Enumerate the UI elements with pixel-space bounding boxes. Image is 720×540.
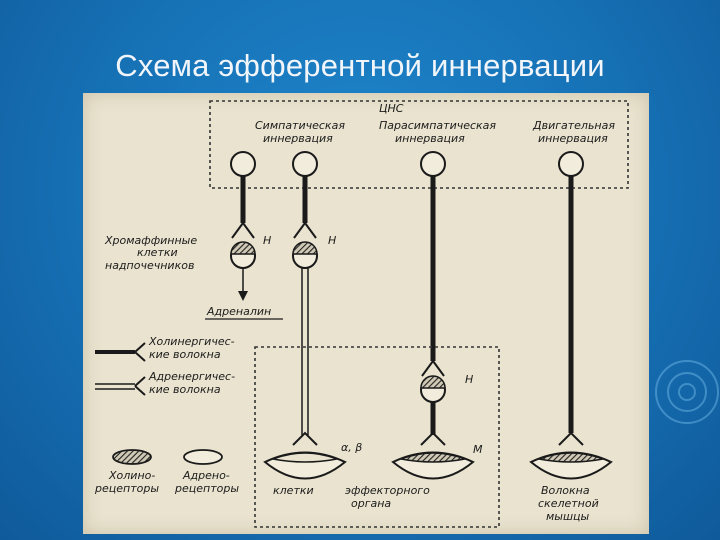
parasympathetic-heading-2: иннервация (395, 132, 465, 145)
chromaffin-label-3: надпочечников (105, 259, 194, 272)
legend-adrenergic-2: кие волокна (149, 383, 221, 396)
cholino-label-1: Холино- (108, 469, 155, 482)
parasympathetic-heading-1: Парасимпатическая (379, 119, 496, 132)
effector-cell-cholinergic (391, 451, 475, 480)
diagram-panel: ЦНС Симпатическая иннервация Парасимпати… (83, 93, 649, 534)
sympathetic-heading-2: иннервация (263, 132, 333, 145)
parasympathetic-ganglion-neuron (420, 375, 446, 446)
decor-circle-inner (678, 383, 696, 401)
muscle-label-2: скелетной (538, 497, 599, 510)
receptor-m-label: М (473, 443, 483, 456)
chromaffin-label-2: клетки (137, 246, 178, 259)
adreno-label-1: Адрено- (182, 469, 230, 482)
adreno-label-2: рецепторы (174, 482, 239, 495)
legend-adrenergic-symbol (95, 376, 146, 396)
chromaffin-cell (230, 241, 256, 301)
sympathetic-heading-1: Симпатическая (255, 119, 345, 132)
legend-adrenergic-1: Адренергичес- (148, 370, 235, 383)
effector-cell-adrenergic (263, 451, 347, 480)
parasympathetic-preganglionic (420, 151, 446, 377)
cholino-label-2: рецепторы (94, 482, 159, 495)
motor-heading-2: иннервация (538, 132, 608, 145)
adrenoreceptor-symbol (183, 449, 223, 465)
effector-organ-boundary (254, 346, 500, 528)
motor-heading-1: Двигательная (532, 119, 615, 132)
slide-title: Схема эфферентной иннервации (115, 48, 605, 83)
effector-label-2: органа (351, 497, 391, 510)
decor-circle-outer (655, 360, 719, 424)
legend-cholinergic-1: Холинергичес- (148, 335, 235, 348)
sympathetic-ganglion-neuron (292, 241, 318, 446)
muscle-label-3: мышцы (546, 510, 590, 523)
legend-cholinergic-2: кие волокна (149, 348, 221, 361)
legend-cholinergic-symbol (95, 342, 146, 362)
muscle-label-1: Волокна (541, 484, 590, 497)
receptor-alpha-beta: α, β (341, 441, 362, 454)
skeletal-muscle-fiber (529, 451, 613, 480)
receptor-n-parasympathetic: Н (465, 373, 473, 386)
cholinoreceptor-symbol (112, 449, 152, 465)
decor-circle-mid (667, 372, 707, 412)
sympathetic-neuron-organ (292, 151, 318, 239)
adrenaline-label: Адреналин (206, 305, 271, 318)
sympathetic-neuron-adrenal (230, 151, 256, 239)
innervation-diagram: ЦНС Симпатическая иннервация Парасимпати… (94, 100, 629, 528)
motor-neuron (558, 151, 584, 446)
effector-label-1: эффекторного (345, 484, 430, 497)
receptor-n-sympathetic: Н (328, 234, 336, 247)
cells-label: клетки (273, 484, 314, 497)
cns-label: ЦНС (379, 102, 404, 115)
chromaffin-label-1: Хромаффинные (104, 234, 197, 247)
cns-boundary (209, 100, 629, 189)
receptor-n-adrenal: Н (263, 234, 271, 247)
